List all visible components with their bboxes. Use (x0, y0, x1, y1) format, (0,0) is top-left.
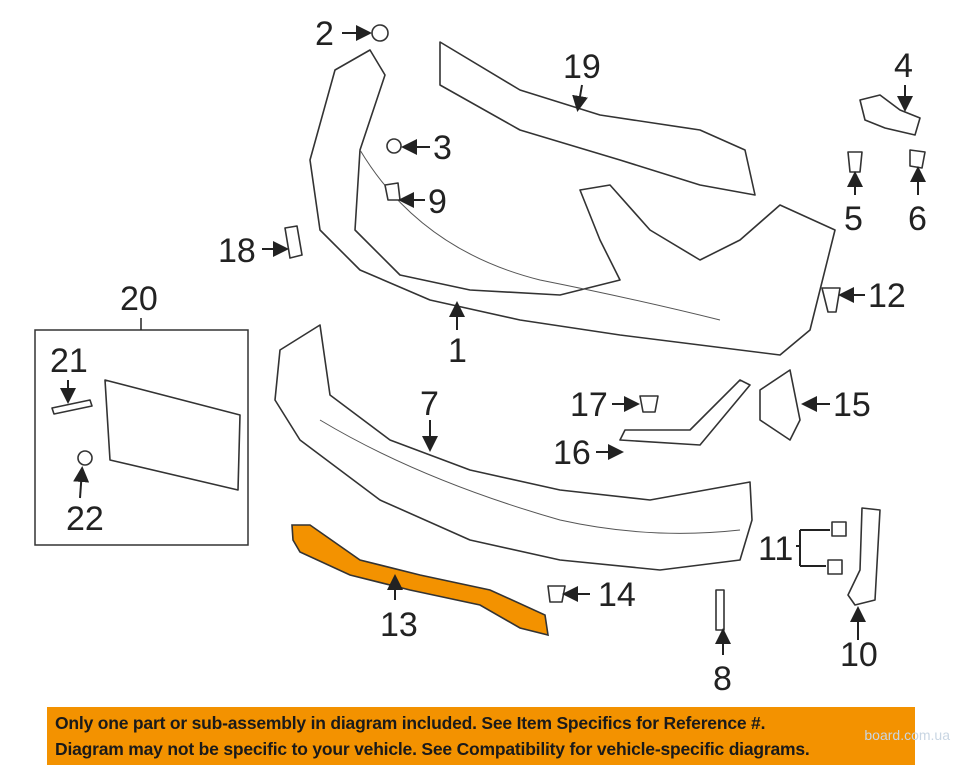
part-18 (284, 225, 303, 259)
callout-19: 19 (563, 48, 601, 86)
callout-1: 1 (448, 332, 467, 370)
part-10 (847, 507, 881, 606)
callout-17: 17 (570, 386, 608, 424)
callout-22: 22 (66, 500, 104, 538)
part-8 (715, 589, 725, 631)
part-21 (51, 399, 93, 415)
callout-20: 20 (120, 280, 158, 318)
callout-7: 7 (420, 385, 439, 423)
part-4 (859, 94, 921, 136)
leader-lines (60, 25, 926, 655)
part-2 (371, 24, 389, 42)
part-9 (384, 182, 401, 201)
callout-2: 2 (315, 15, 334, 53)
callout-18: 18 (218, 232, 256, 270)
callout-16: 16 (553, 434, 591, 472)
part-20-license-bracket (104, 379, 241, 491)
part-13-deflector (291, 524, 549, 637)
callout-11: 11 (758, 530, 793, 568)
callout-8: 8 (713, 660, 732, 698)
part-1-upper-fascia (309, 49, 836, 356)
part-15 (759, 369, 801, 441)
part-11a (831, 521, 847, 537)
part-6 (909, 149, 926, 169)
callout-21: 21 (50, 342, 88, 380)
banner-line-1: Only one part or sub-assembly in diagram… (55, 713, 766, 733)
callout-6: 6 (908, 200, 927, 238)
callout-5: 5 (844, 200, 863, 238)
part-16 (619, 379, 751, 446)
callout-numbers: 2 19 3 4 9 5 6 18 12 20 1 21 7 17 15 16 … (50, 15, 927, 698)
part-5 (847, 151, 863, 173)
part-17 (639, 395, 659, 413)
part-7-lower-fascia (274, 324, 753, 571)
watermark: board.com.ua (864, 727, 950, 743)
callout-9: 9 (428, 183, 447, 221)
disclaimer-banner: Only one part or sub-assembly in diagram… (47, 707, 915, 765)
part-3 (386, 138, 402, 154)
part-22 (77, 450, 93, 466)
callout-10: 10 (840, 636, 878, 674)
part-11b (827, 559, 843, 575)
callout-4: 4 (894, 47, 913, 85)
part-12 (821, 287, 841, 313)
part-14 (547, 585, 566, 603)
callout-13: 13 (380, 606, 418, 644)
banner-line-2: Diagram may not be specific to your vehi… (55, 739, 810, 759)
callout-15: 15 (833, 386, 871, 424)
callout-14: 14 (598, 576, 636, 614)
callout-3: 3 (433, 129, 452, 167)
callout-12: 12 (868, 277, 906, 315)
